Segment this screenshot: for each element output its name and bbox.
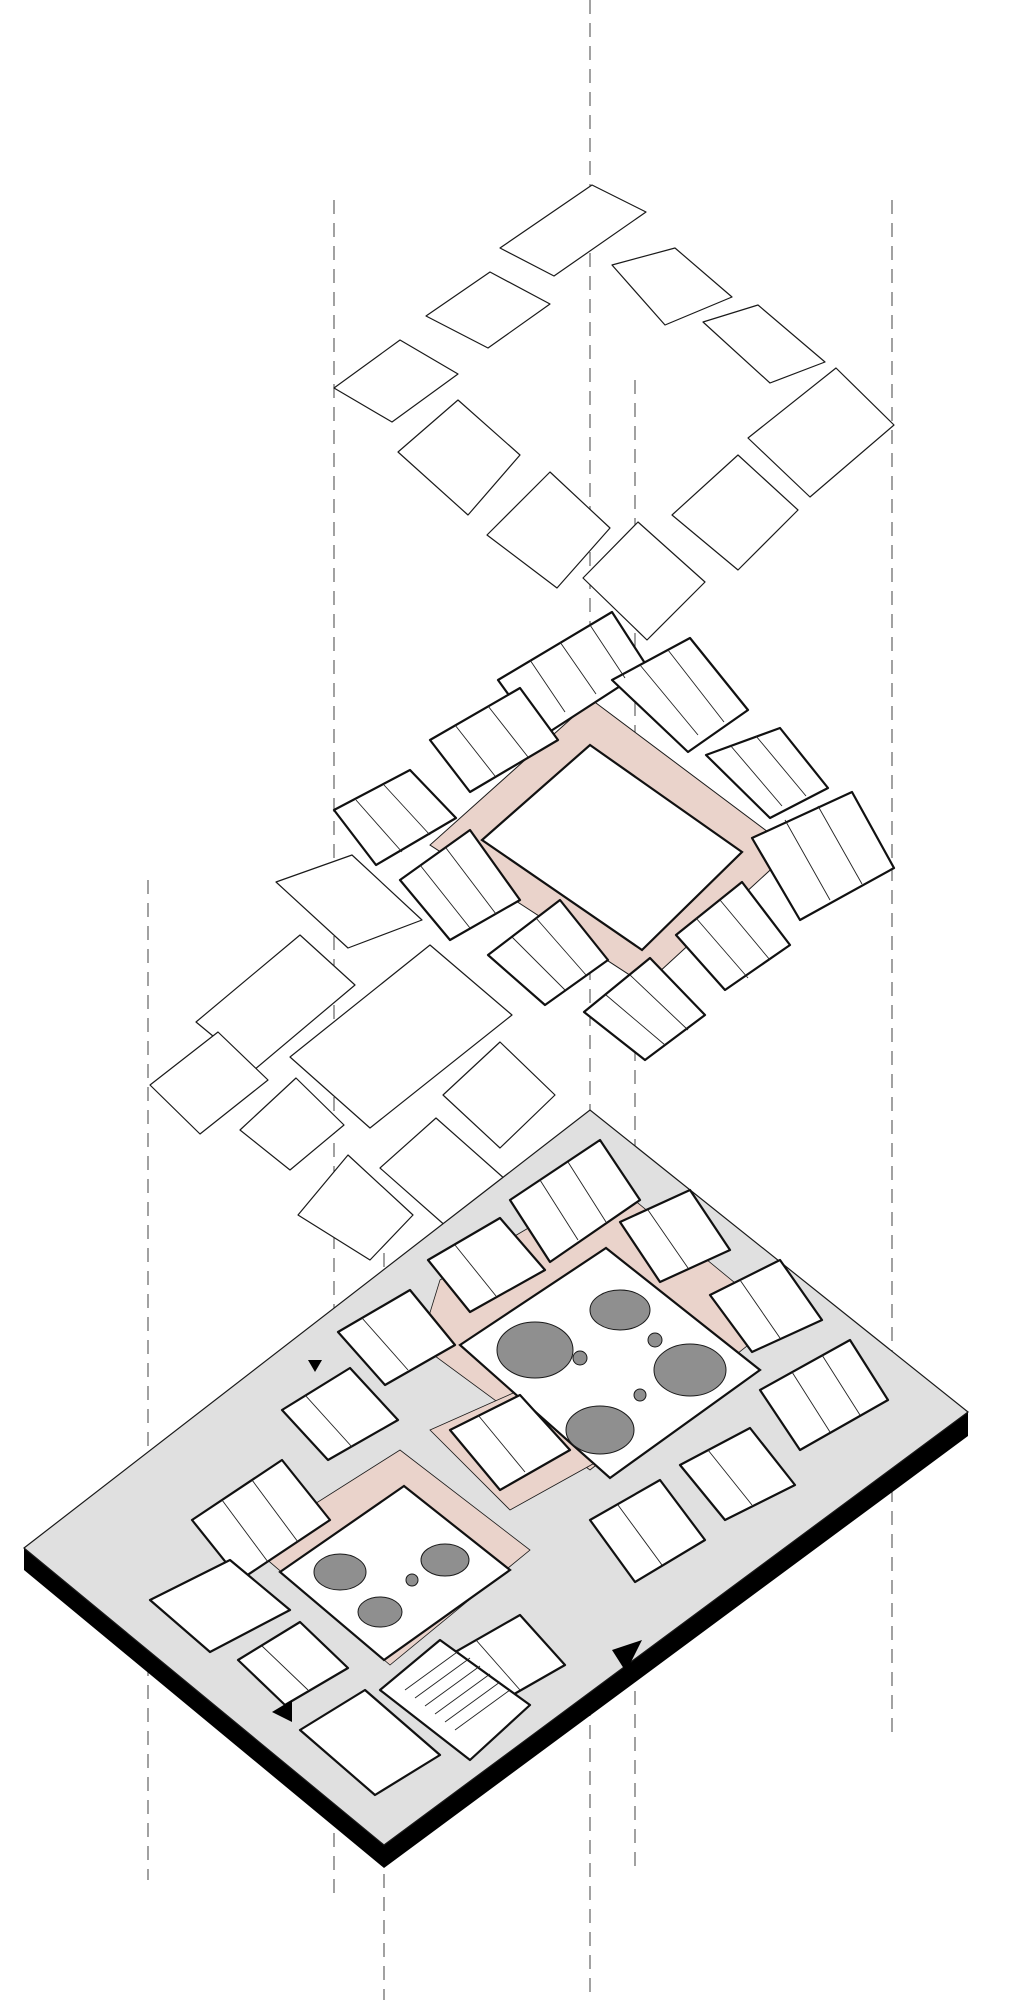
lower-roof-panels-layer — [149, 854, 556, 1261]
upper-courtyard-void — [480, 743, 744, 952]
auditorium-seating — [404, 1649, 511, 1731]
classroom-block — [582, 956, 707, 1062]
classroom-block — [426, 1216, 547, 1314]
north-arrow-icon — [308, 1360, 322, 1372]
roof-panel — [425, 271, 551, 349]
hall-block — [148, 1558, 292, 1654]
roof-panel — [149, 1031, 269, 1135]
entrance-arrow-icon — [612, 1640, 642, 1672]
courtyard-disc — [653, 1343, 727, 1397]
classroom-block — [236, 1620, 350, 1707]
roof-panel — [611, 247, 733, 326]
roof-panel — [486, 471, 611, 589]
courtyard-disc — [313, 1553, 367, 1591]
classroom-block — [674, 880, 792, 992]
site-plinth-left-side — [24, 1548, 384, 1868]
classroom-block — [758, 1338, 890, 1452]
courtyard-disc — [647, 1332, 663, 1348]
ground-floor-layer — [23, 1109, 969, 1868]
courtyard-disc — [565, 1405, 635, 1455]
courtyard-disc — [405, 1573, 419, 1587]
roof-panel — [289, 944, 513, 1129]
roof-panel — [397, 399, 521, 516]
classroom-block — [336, 1288, 457, 1387]
courtyard-disc — [357, 1596, 403, 1628]
classroom-block — [448, 1393, 572, 1492]
large-courtyard — [458, 1246, 762, 1480]
roof-panel — [333, 339, 459, 423]
roof-panel — [442, 1041, 556, 1149]
classroom-block — [428, 686, 560, 794]
small-courtyard — [278, 1484, 512, 1662]
roof-panel — [499, 184, 647, 277]
roof-panel — [297, 1154, 414, 1261]
roof-panels-layer — [333, 184, 895, 641]
classroom-block — [618, 1188, 732, 1284]
roof-panel — [747, 367, 895, 498]
courtyard-disc — [420, 1543, 470, 1577]
classroom-block — [508, 1138, 642, 1264]
courtyard-disc — [633, 1388, 647, 1402]
classroom-block — [280, 1366, 400, 1462]
roof-panel — [275, 854, 423, 949]
roof-panel — [239, 1077, 345, 1171]
site-plinth-right-side — [384, 1412, 968, 1868]
courtyard-disc — [496, 1321, 574, 1379]
classroom-block — [332, 768, 458, 867]
roof-panel — [671, 454, 799, 571]
upper-floor-layer — [332, 610, 896, 1062]
direction-arrow-icon — [272, 1700, 292, 1722]
hall-block — [298, 1688, 442, 1797]
classroom-block — [398, 828, 522, 942]
roof-panel — [702, 304, 826, 384]
classroom-block — [610, 636, 750, 754]
roof-panel — [582, 521, 706, 641]
courtyard-disc — [572, 1350, 588, 1366]
classroom-block — [704, 726, 830, 820]
classroom-block — [708, 1258, 824, 1354]
courtyard-disc — [589, 1289, 651, 1331]
courtyard-discs — [313, 1289, 727, 1628]
